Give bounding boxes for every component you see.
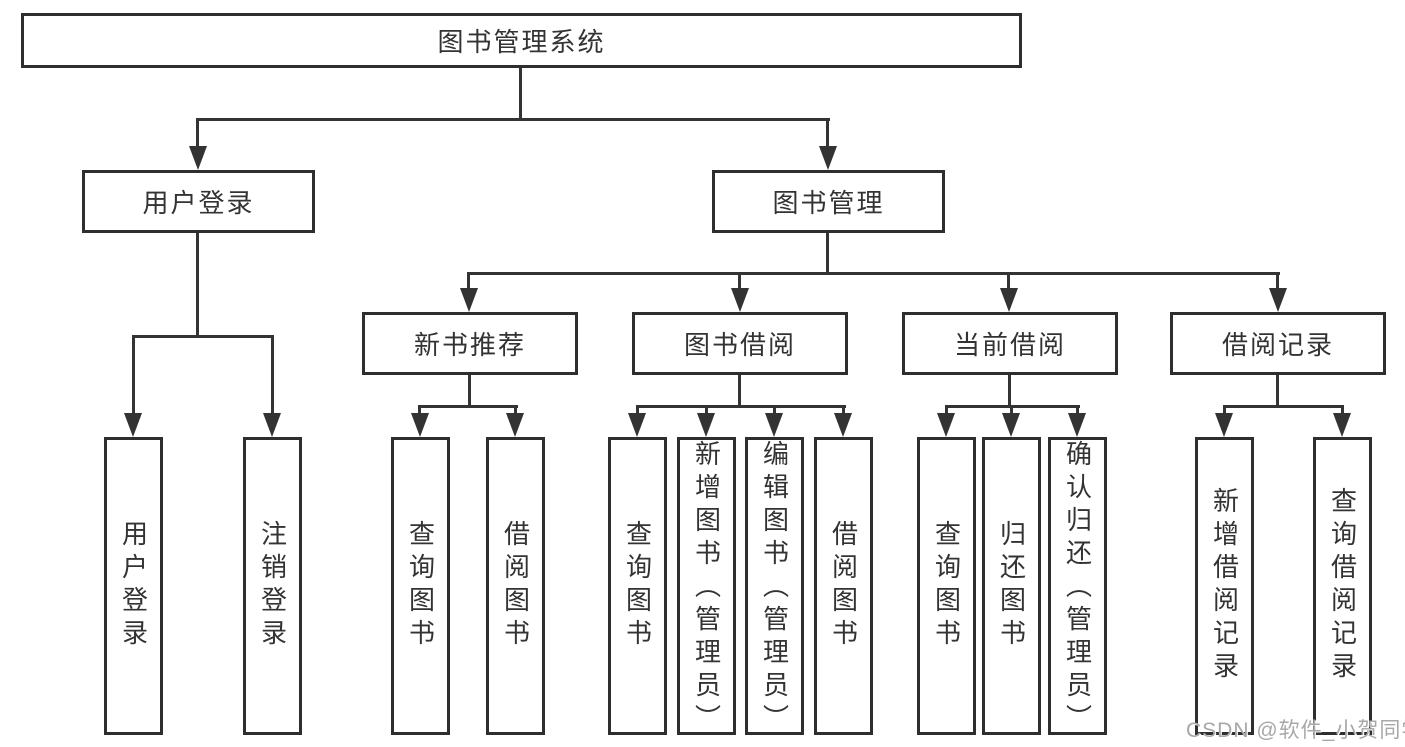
leaf-nbr-query-books: 查询图书 [391, 437, 450, 735]
leaf-user-login-label: 用户登录 [118, 520, 149, 652]
arrowhead-cb-query [937, 413, 955, 437]
connector-stem-bb-borrow [842, 405, 845, 415]
connector-root-drop [519, 68, 522, 120]
leaf-user-login: 用户登录 [104, 437, 163, 735]
connector-stem-nbr-query [418, 405, 421, 415]
arrowhead-cb-return [1002, 413, 1020, 437]
leaf-cb-confirm-return-admin-label: 确认归还（管理员） [1062, 440, 1093, 737]
connector-stem-nbr-borrow [514, 405, 517, 415]
leaf-br-add-record-label: 新增借阅记录 [1209, 487, 1240, 685]
connector-book-borrow-rail [636, 405, 846, 408]
leaf-cb-confirm-return-admin: 确认归还（管理员） [1048, 437, 1107, 737]
arrowhead-borrow-records [1269, 288, 1287, 312]
connector-stem-cb-confirm [1076, 405, 1079, 415]
leaf-cb-return-books: 归还图书 [982, 437, 1041, 735]
leaf-nbr-query-books-label: 查询图书 [405, 520, 436, 652]
leaf-bb-edit-books-admin-label: 编辑图书（管理员） [759, 440, 790, 737]
arrowhead-cb-confirm [1068, 413, 1086, 437]
connector-stem-cb-return [1010, 405, 1013, 415]
arrowhead-logout-leaf [263, 413, 281, 437]
arrowhead-nbr-query [411, 413, 429, 437]
leaf-logout-label: 注销登录 [257, 520, 288, 652]
connector-stem-borrow-records [1276, 272, 1279, 290]
arrowhead-bb-query [628, 413, 646, 437]
leaf-bb-query-books: 查询图书 [608, 437, 667, 735]
connector-stem-book-borrow [738, 272, 741, 290]
connector-stem-cb-query [945, 405, 948, 415]
connector-stem-br-query [1341, 405, 1344, 415]
leaf-nbr-borrow-books: 借阅图书 [486, 437, 545, 735]
connector-book-mgmt-rail [467, 272, 1280, 275]
node-book-borrow-label: 图书借阅 [683, 330, 796, 360]
connector-book-borrow-drop2 [738, 375, 741, 405]
arrowhead-book-borrow [731, 288, 749, 312]
connector-stem-current-borrow [1007, 272, 1010, 290]
connector-stem-br-add [1223, 405, 1226, 415]
leaf-br-query-record-label: 查询借阅记录 [1327, 487, 1358, 685]
connector-stem-book-mgmt [826, 118, 829, 150]
connector-stem-bb-add [705, 405, 708, 415]
leaf-logout: 注销登录 [243, 437, 302, 735]
node-root: 图书管理系统 [21, 13, 1022, 68]
leaf-nbr-borrow-books-label: 借阅图书 [500, 520, 531, 652]
arrowhead-new-book [460, 288, 478, 312]
connector-stem-logout-leaf [271, 335, 274, 415]
leaf-bb-query-books-label: 查询图书 [622, 520, 653, 652]
connector-stem-login-leaf [132, 335, 135, 415]
leaf-bb-borrow-books-label: 借阅图书 [828, 520, 859, 652]
node-book-mgmt-label: 图书管理 [772, 188, 885, 218]
leaf-bb-borrow-books: 借阅图书 [814, 437, 873, 735]
node-user-login: 用户登录 [82, 170, 315, 233]
leaf-cb-query-books-label: 查询图书 [931, 520, 962, 652]
connector-stem-user-login [196, 118, 199, 150]
connector-stem-bb-edit [773, 405, 776, 415]
node-book-borrow: 图书借阅 [632, 312, 848, 375]
node-book-mgmt: 图书管理 [712, 170, 945, 233]
connector-borrow-records-drop2 [1276, 375, 1279, 405]
node-new-book-rec: 新书推荐 [362, 312, 578, 375]
arrowhead-book-mgmt [819, 146, 837, 170]
node-borrow-records-label: 借阅记录 [1221, 330, 1334, 360]
node-root-label: 图书管理系统 [437, 27, 606, 57]
arrowhead-br-query [1333, 413, 1351, 437]
node-current-borrow-label: 当前借阅 [953, 330, 1066, 360]
connector-new-book-rail [418, 405, 518, 408]
node-current-borrow: 当前借阅 [902, 312, 1118, 375]
leaf-br-query-record: 查询借阅记录 [1313, 437, 1372, 735]
connector-current-borrow-drop2 [1008, 375, 1011, 405]
leaf-bb-add-books-admin: 新增图书（管理员） [677, 437, 736, 737]
node-user-login-label: 用户登录 [142, 188, 255, 218]
connector-new-book-drop [468, 375, 471, 405]
arrowhead-login-leaf [124, 413, 142, 437]
connector-borrow-records-rail [1223, 405, 1343, 408]
arrowhead-bb-borrow [834, 413, 852, 437]
arrowhead-br-add [1215, 413, 1233, 437]
arrowhead-bb-edit [765, 413, 783, 437]
connector-user-login-drop [196, 233, 199, 335]
arrowhead-user-login [189, 146, 207, 170]
leaf-cb-query-books: 查询图书 [917, 437, 976, 735]
arrowhead-current-borrow [1000, 288, 1018, 312]
connector-stem-bb-query [636, 405, 639, 415]
connector-root-rail [196, 118, 830, 121]
leaf-cb-return-books-label: 归还图书 [996, 520, 1027, 652]
connector-stem-new-book [467, 272, 470, 290]
leaf-br-add-record: 新增借阅记录 [1195, 437, 1254, 735]
arrowhead-bb-add [697, 413, 715, 437]
connector-user-login-rail [132, 335, 274, 338]
node-borrow-records: 借阅记录 [1170, 312, 1386, 375]
leaf-bb-edit-books-admin: 编辑图书（管理员） [745, 437, 804, 737]
csdn-watermark: CSDN @软件_小贺同学 [1186, 719, 1405, 742]
node-new-book-rec-label: 新书推荐 [413, 330, 526, 360]
connector-book-mgmt-drop [826, 233, 829, 272]
leaf-bb-add-books-admin-label: 新增图书（管理员） [691, 440, 722, 737]
arrowhead-nbr-borrow [506, 413, 524, 437]
